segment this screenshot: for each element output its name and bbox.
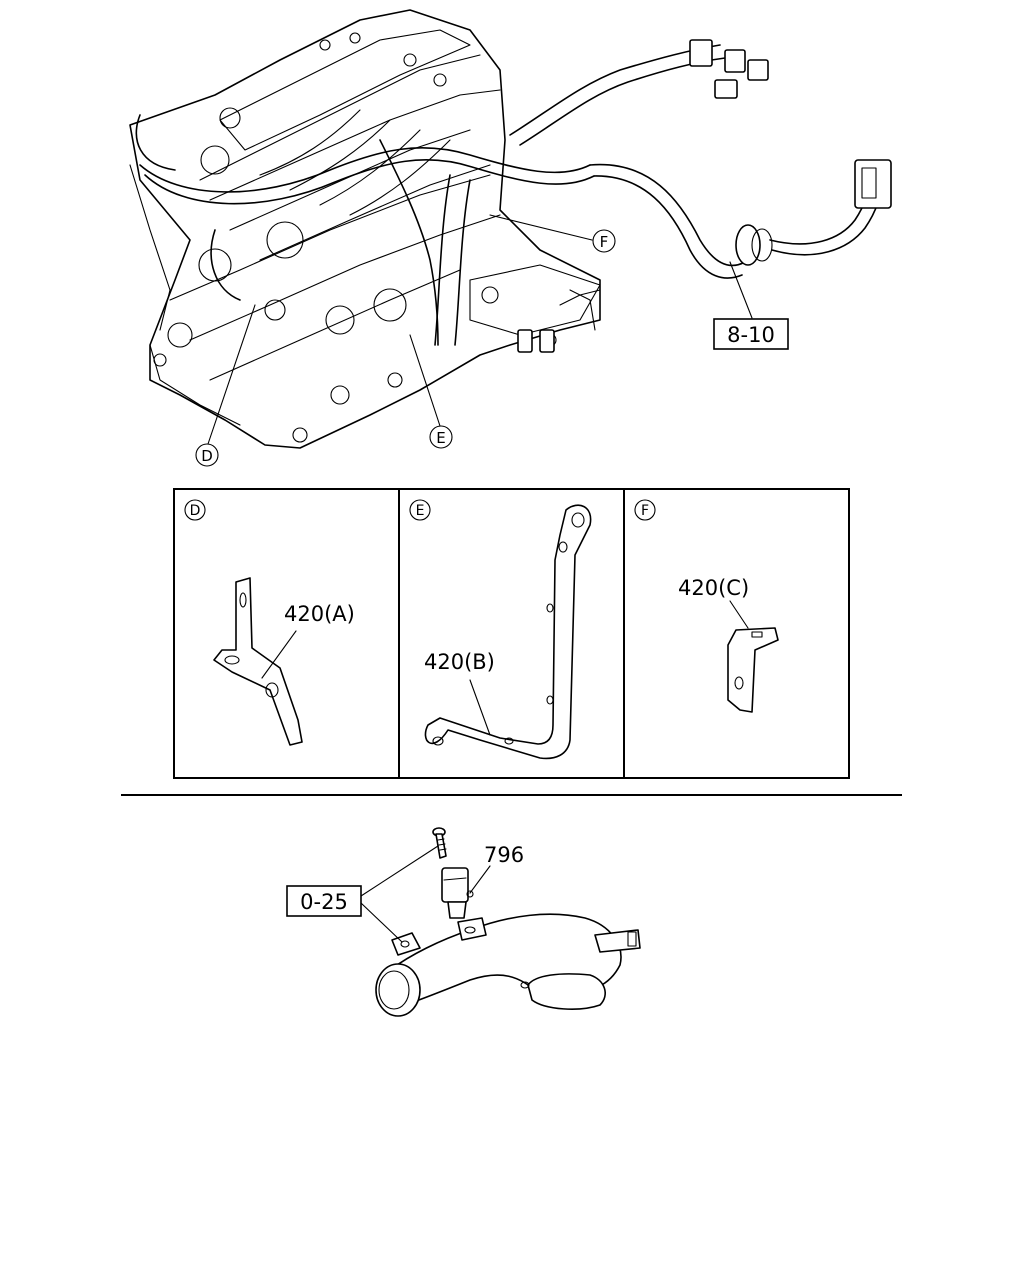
callout-d: D bbox=[195, 443, 219, 467]
panel-e: E 420(B) bbox=[409, 499, 592, 760]
panel-f-part-label: 420(C) bbox=[678, 576, 749, 600]
panel-e-part-label: 420(B) bbox=[424, 650, 495, 674]
callout-f-letter: F bbox=[600, 233, 609, 251]
callout-e: E bbox=[429, 425, 453, 449]
wiring-harness bbox=[139, 39, 892, 353]
engine-assembly bbox=[129, 9, 601, 449]
bolt-ref-box: 0-25 bbox=[286, 885, 362, 917]
temperature-sensor-796 bbox=[441, 867, 474, 919]
panel-f-letter: F bbox=[641, 503, 649, 519]
panel-d-part-label: 420(A) bbox=[284, 602, 355, 626]
panel-e-letter: E bbox=[416, 503, 425, 519]
bracket-420a bbox=[213, 577, 303, 746]
bolt-0-25 bbox=[432, 827, 447, 859]
sensor-796-label: 796 bbox=[484, 843, 524, 867]
harness-ref-label: 8-10 bbox=[727, 323, 775, 347]
bracket-420c bbox=[727, 627, 779, 713]
panel-d: D 420(A) bbox=[184, 499, 355, 746]
engine-leaders bbox=[207, 214, 753, 445]
detail-panels bbox=[173, 488, 850, 779]
callout-f: F bbox=[592, 229, 616, 253]
bracket-420b bbox=[424, 504, 592, 760]
callout-e-letter: E bbox=[436, 429, 445, 447]
harness-ref-box: 8-10 bbox=[713, 318, 789, 350]
panel-d-letter: D bbox=[190, 503, 201, 519]
bolt-ref-label: 0-25 bbox=[300, 890, 348, 914]
water-outlet-assembly bbox=[375, 913, 641, 1017]
callout-d-letter: D bbox=[201, 447, 213, 465]
panel-f: F 420(C) bbox=[634, 499, 779, 713]
